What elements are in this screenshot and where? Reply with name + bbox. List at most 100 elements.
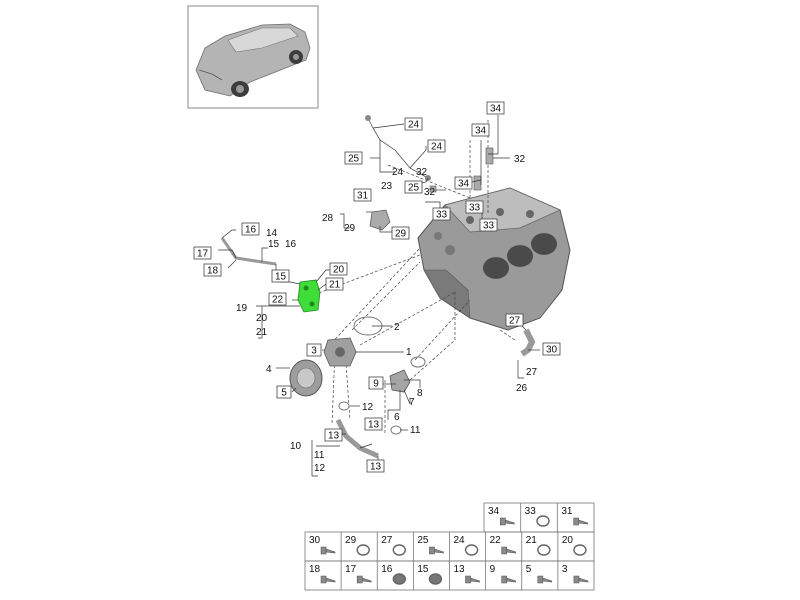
fastener-cell-18[interactable]: 18 [309,564,336,584]
o-ring-8[interactable] [410,356,426,368]
callout-2[interactable]: 2 [394,322,400,333]
fastener-cell-29[interactable]: 29 [345,535,370,556]
callout-13[interactable]: 13 [370,462,382,473]
washer-icon [428,573,443,585]
callout-27[interactable]: 27 [526,367,538,378]
coolant-hose[interactable] [335,418,380,459]
fastener-number: 34 [488,506,500,517]
callout-24[interactable]: 24 [408,120,420,131]
fastener-cell-15[interactable]: 15 [417,564,443,585]
fastener-cell-27[interactable]: 27 [381,535,407,556]
highlighted-part[interactable] [297,279,321,313]
callout-9[interactable]: 9 [373,379,379,390]
callout-18[interactable]: 18 [207,266,219,277]
callout-16[interactable]: 16 [285,239,297,250]
callout-11[interactable]: 11 [314,450,325,461]
callout-21[interactable]: 21 [256,327,268,338]
callout-33[interactable]: 33 [483,221,495,232]
fastener-cell-21[interactable]: 21 [526,535,551,556]
fastener-cell-16[interactable]: 16 [381,564,407,585]
callout-6[interactable]: 6 [394,412,400,423]
water-pump[interactable] [323,337,357,367]
callout-13[interactable]: 13 [328,431,340,442]
callout-32[interactable]: 32 [424,187,436,198]
callout-17[interactable]: 17 [197,249,209,260]
engine-block-icon[interactable] [417,187,571,331]
bolt-icon [320,546,336,555]
callout-15[interactable]: 15 [275,272,287,283]
callout-10[interactable]: 10 [290,441,302,452]
callout-22[interactable]: 22 [272,295,284,306]
o-ring-11[interactable] [390,425,402,435]
fastener-cell-30[interactable]: 30 [309,535,336,555]
washer-icon [392,544,407,556]
callout-20[interactable]: 20 [256,313,268,324]
fastener-cell-17[interactable]: 17 [345,564,372,584]
callout-15[interactable]: 15 [268,239,280,250]
callout-24[interactable]: 24 [392,167,404,178]
callout-11[interactable]: 11 [410,425,421,436]
fastener-cell-5[interactable]: 5 [526,564,553,584]
callout-7[interactable]: 7 [409,397,415,408]
callouts: 34 34 32 24 24 25 24 23 32 25 32 34 33 3… [193,101,561,474]
fastener-cell-3[interactable]: 3 [562,564,589,584]
callout-16[interactable]: 16 [245,225,257,236]
callout-28[interactable]: 28 [322,213,334,224]
callout-8[interactable]: 8 [417,388,423,399]
fastener-cell-33[interactable]: 33 [525,506,550,527]
callout-12[interactable]: 12 [362,402,374,413]
callout-1[interactable]: 1 [406,347,412,358]
callout-13[interactable]: 13 [368,420,380,431]
callout-25[interactable]: 25 [348,154,360,165]
bracket-31[interactable] [369,209,391,231]
washer-icon [573,544,587,556]
callout-5[interactable]: 5 [281,388,287,399]
fastener-number: 20 [562,535,574,546]
callout-29[interactable]: 29 [395,229,407,240]
callout-29[interactable]: 29 [344,223,356,234]
thermostat[interactable] [389,369,411,393]
car-suv-icon [195,23,311,97]
fastener-cell-20[interactable]: 20 [562,535,587,556]
callout-23[interactable]: 23 [381,181,393,192]
callout-12[interactable]: 12 [314,463,326,474]
callout-27[interactable]: 27 [509,316,521,327]
callout-25[interactable]: 25 [408,183,420,194]
elbow-pipe[interactable] [520,328,536,357]
bolt-icon [429,546,444,555]
fastener-cell-9[interactable]: 9 [490,564,516,584]
callout-34[interactable]: 34 [490,104,502,115]
callout-34[interactable]: 34 [458,179,470,190]
fastener-cell-31[interactable]: 31 [561,506,588,526]
vehicle-thumbnail[interactable] [187,5,319,109]
pipe-14[interactable] [220,237,277,266]
bolt-icon [356,575,372,584]
fastener-cell-25[interactable]: 25 [417,535,444,555]
fastener-number: 18 [309,564,321,575]
pulley[interactable] [289,359,323,397]
fastener-cell-24[interactable]: 24 [454,535,479,556]
callout-20[interactable]: 20 [333,265,345,276]
callout-32[interactable]: 32 [416,167,428,178]
fastener-number: 27 [381,535,393,546]
callout-21[interactable]: 21 [329,280,341,291]
callout-19[interactable]: 19 [236,303,248,314]
fastener-number: 29 [345,535,357,546]
callout-33[interactable]: 33 [436,210,448,221]
fastener-cell-13[interactable]: 13 [454,564,480,584]
callout-14[interactable]: 14 [266,228,278,239]
callout-31[interactable]: 31 [357,191,369,202]
callout-3[interactable]: 3 [311,346,317,357]
o-ring-12[interactable] [338,401,350,411]
fastener-cell-34[interactable]: 34 [488,506,515,526]
fastener-cell-22[interactable]: 22 [490,535,516,555]
callout-34[interactable]: 34 [475,126,487,137]
fastener-number: 9 [490,564,496,575]
callout-4[interactable]: 4 [266,364,272,375]
callout-30[interactable]: 30 [546,345,558,356]
callout-32[interactable]: 32 [514,154,526,165]
callout-33[interactable]: 33 [469,203,481,214]
fastener-number: 30 [309,535,321,546]
callout-26[interactable]: 26 [516,383,528,394]
callout-24[interactable]: 24 [431,142,443,153]
